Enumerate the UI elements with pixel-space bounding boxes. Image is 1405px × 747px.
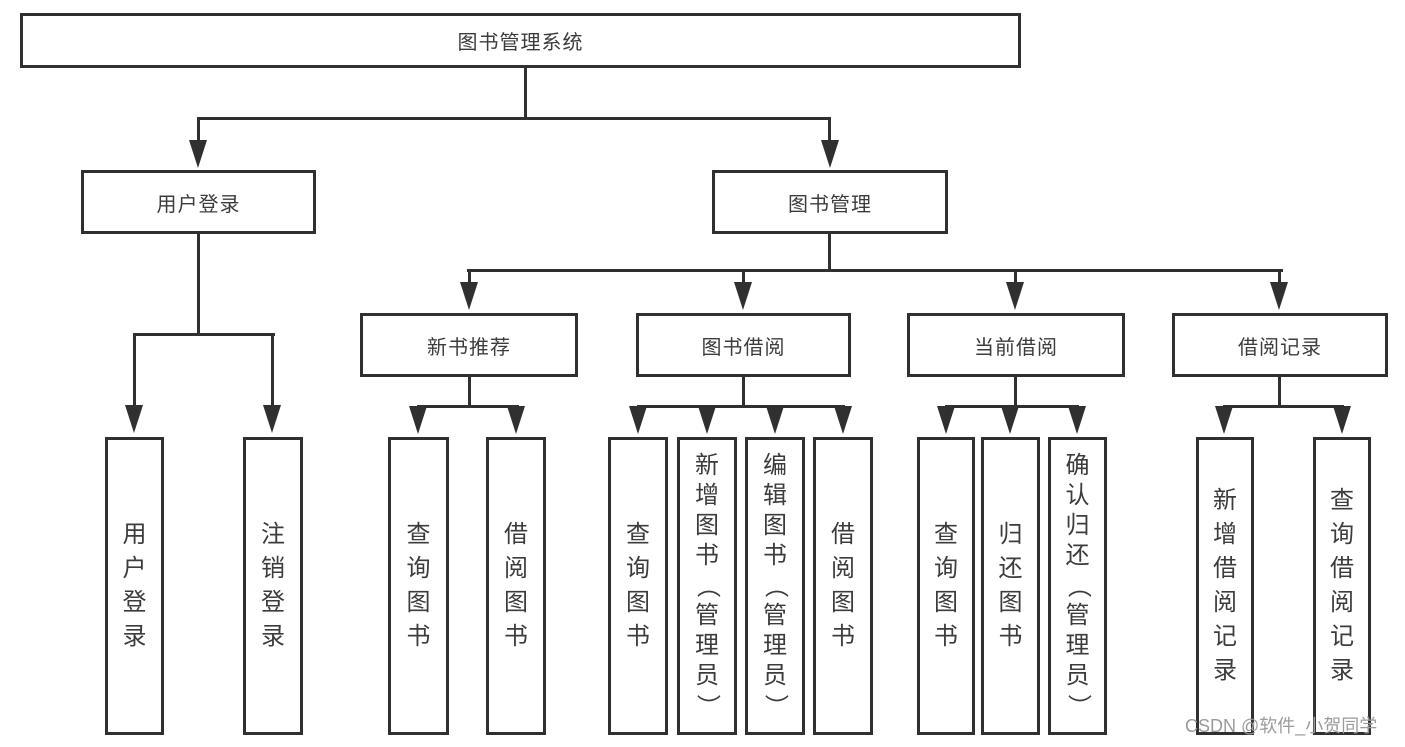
node-book-borrowing-label: 图书借阅 [701, 336, 786, 359]
connector-line [828, 234, 831, 271]
arrow-down-icon [1001, 406, 1019, 434]
node-library-system-label: 图书管理系统 [457, 32, 584, 54]
leaf-edit-book-admin: 编辑图书（管理员） [745, 437, 805, 735]
connector-line [417, 405, 519, 408]
leaf-borrow-books-recommend: 借阅图书 [486, 437, 546, 735]
leaf-return-book: 归还图书 [981, 437, 1040, 735]
arrow-down-icon [1068, 406, 1086, 434]
connector-line [133, 333, 136, 407]
leaf-logout: 注销登录 [243, 437, 303, 735]
leaf-query-books-borrowing: 查询图书 [608, 437, 668, 735]
node-book-management-label: 图书管理 [788, 193, 872, 216]
arrow-down-icon [460, 282, 478, 310]
arrow-down-icon [834, 406, 852, 434]
node-library-system: 图书管理系统 [20, 13, 1021, 68]
leaf-query-books-recommend: 查询图书 [388, 437, 449, 735]
connector-line [1014, 377, 1017, 407]
arrow-down-icon [1270, 282, 1288, 310]
node-user-login-label: 用户登录 [156, 193, 241, 216]
arrow-down-icon [734, 282, 752, 310]
leaf-return-book-label: 归还图书 [998, 521, 1023, 650]
arrow-down-icon [507, 406, 525, 434]
node-book-borrowing: 图书借阅 [636, 313, 851, 377]
leaf-confirm-return-admin: 确认归还（管理员） [1048, 437, 1107, 735]
arrow-down-icon [263, 405, 281, 433]
connector-line [742, 377, 745, 407]
arrow-down-icon [698, 406, 716, 434]
leaf-query-books-borrowing-label: 查询图书 [626, 521, 650, 650]
arrow-down-icon [937, 406, 955, 434]
connector-line [468, 269, 471, 284]
leaf-borrow-books-borrowing-label: 借阅图书 [831, 521, 855, 650]
leaf-add-borrow-record-label: 新增借阅记录 [1213, 487, 1237, 684]
leaf-query-borrow-record: 查询借阅记录 [1313, 437, 1371, 735]
connector-line [524, 68, 527, 119]
node-borrowing-records: 借阅记录 [1172, 313, 1388, 377]
leaf-add-book-admin-label: 新增图书（管理员） [694, 452, 721, 718]
leaf-add-borrow-record: 新增借阅记录 [1196, 437, 1254, 735]
leaf-query-borrow-record-label: 查询借阅记录 [1330, 487, 1354, 684]
connector-line [1014, 269, 1017, 284]
node-book-management: 图书管理 [712, 170, 948, 234]
node-borrowing-records-label: 借阅记录 [1238, 336, 1322, 359]
leaf-borrow-books-borrowing: 借阅图书 [813, 437, 873, 735]
connector-line [468, 377, 471, 407]
arrow-down-icon [1333, 406, 1351, 434]
arrow-down-icon [629, 406, 647, 434]
connector-line [828, 117, 831, 143]
arrow-down-icon [766, 406, 784, 434]
connector-line [1223, 405, 1344, 408]
leaf-query-books-current: 查询图书 [917, 437, 975, 735]
leaf-confirm-return-admin-label: 确认归还（管理员） [1064, 452, 1092, 718]
connector-line [742, 269, 745, 284]
connector-line [271, 333, 274, 407]
node-new-book-recommend-label: 新书推荐 [427, 336, 511, 359]
connector-line [133, 333, 275, 336]
node-current-borrowing-label: 当前借阅 [974, 336, 1058, 359]
watermark: CSDN @软件_小贺同学 [1185, 716, 1378, 736]
connector-line [467, 269, 1283, 272]
arrow-down-icon [189, 140, 207, 168]
node-user-login: 用户登录 [81, 170, 316, 234]
connector-line [1278, 377, 1281, 407]
node-current-borrowing: 当前借阅 [907, 313, 1125, 377]
node-new-book-recommend: 新书推荐 [360, 313, 578, 377]
leaf-edit-book-admin-label: 编辑图书（管理员） [762, 452, 789, 718]
leaf-query-books-current-label: 查询图书 [934, 521, 958, 650]
connector-line [637, 405, 845, 408]
leaf-user-login-label: 用户登录 [122, 521, 147, 650]
connector-line [197, 117, 831, 120]
arrow-down-icon [1006, 282, 1024, 310]
arrow-down-icon [125, 405, 143, 433]
leaf-borrow-books-recommend-label: 借阅图书 [504, 521, 528, 650]
connector-line [197, 234, 200, 335]
connector-line [197, 117, 200, 143]
arrow-down-icon [821, 140, 839, 168]
leaf-user-login: 用户登录 [105, 437, 164, 735]
leaf-query-books-recommend-label: 查询图书 [406, 521, 431, 650]
connector-line [1278, 269, 1281, 284]
arrow-down-icon [1215, 406, 1233, 434]
arrow-down-icon [409, 406, 427, 434]
leaf-logout-label: 注销登录 [261, 521, 285, 650]
leaf-add-book-admin: 新增图书（管理员） [677, 437, 737, 735]
